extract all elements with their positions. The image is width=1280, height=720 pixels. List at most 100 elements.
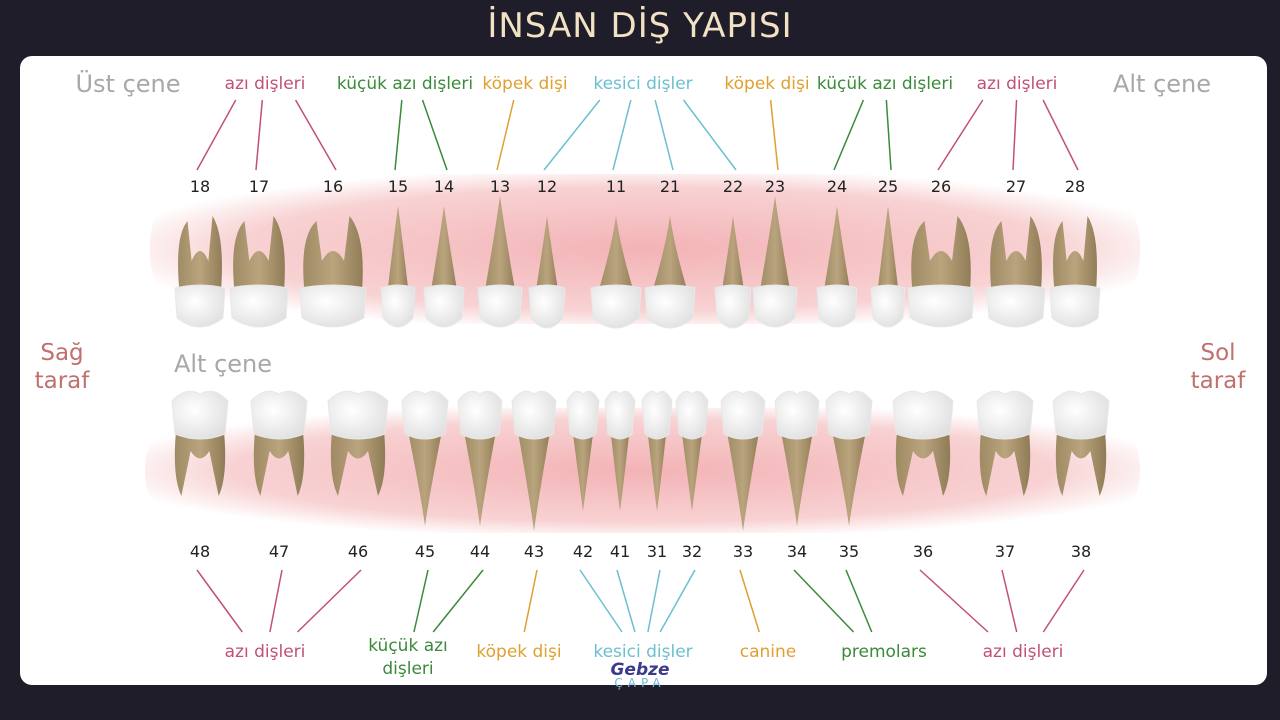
tooth-crown [1049, 284, 1101, 328]
tooth-number-18: 18 [189, 177, 211, 196]
left-side-label: Sol [1200, 340, 1236, 366]
tooth-root [877, 206, 899, 296]
tooth-number-44: 44 [469, 542, 491, 561]
leader-line [579, 569, 623, 633]
tooth-crown [174, 284, 226, 328]
leader-line [496, 99, 515, 171]
tooth-number-11: 11 [605, 177, 627, 196]
leader-line [432, 569, 484, 633]
tooth-root [895, 431, 951, 496]
leader-line [885, 99, 892, 171]
leader-line [394, 99, 403, 171]
tooth-crown [528, 284, 566, 329]
tooth-crown [299, 284, 367, 328]
leader-line [269, 569, 283, 633]
tooth-number-48: 48 [189, 542, 211, 561]
leader-line [1042, 569, 1085, 633]
tooth-number-32: 32 [681, 542, 703, 561]
tooth-crown [816, 284, 858, 328]
lower-group-label: azı dişleri [224, 642, 306, 662]
tooth-number-43: 43 [523, 542, 545, 561]
tooth-root [759, 196, 791, 296]
tooth-root [989, 216, 1043, 296]
lower-group-label: küçük azı [368, 636, 448, 656]
tooth-crown [641, 390, 673, 440]
tooth-number-42: 42 [572, 542, 594, 561]
leader-line [1001, 569, 1018, 633]
lower-gum [145, 408, 1140, 533]
tooth-number-31: 31 [646, 542, 668, 561]
tooth-root [517, 426, 551, 531]
lower-group-label-line2: dişleri [382, 659, 434, 679]
tooth-crown [774, 390, 820, 440]
tooth-number-23: 23 [764, 177, 786, 196]
tooth-root [330, 431, 386, 496]
tooth-number-47: 47 [268, 542, 290, 561]
tooth-root [647, 426, 667, 511]
tooth-root [721, 216, 745, 296]
tooth-root [174, 431, 226, 496]
lower-group-label: azı dişleri [982, 642, 1064, 662]
tooth-number-15: 15 [387, 177, 409, 196]
tooth-number-16: 16 [322, 177, 344, 196]
leader-line [523, 569, 538, 633]
lower-jaw-label: Alt çene [173, 350, 273, 378]
tooth-number-33: 33 [732, 542, 754, 561]
tooth-number-12: 12 [536, 177, 558, 196]
tooth-crown [825, 390, 873, 440]
upper-group-label: köpek dişi [482, 74, 568, 94]
upper-jaw-label: Üst çene [75, 70, 181, 98]
lower-group-label: köpek dişi [476, 642, 562, 662]
tooth-crown [675, 390, 709, 440]
tooth-crown [423, 284, 465, 328]
teeth-illustration [145, 99, 1140, 633]
leader-line [196, 569, 243, 633]
tooth-number-14: 14 [433, 177, 455, 196]
tooth-root [726, 426, 760, 531]
tooth-crown [907, 284, 975, 328]
leader-line [793, 569, 855, 633]
tooth-crown [171, 390, 229, 440]
leader-line [1042, 99, 1079, 171]
leader-line [543, 99, 601, 171]
tooth-crown [644, 284, 696, 329]
tooth-crown [752, 284, 798, 328]
tooth-root [910, 216, 972, 296]
tooth-number-13: 13 [489, 177, 511, 196]
tooth-root [232, 216, 286, 296]
leader-line [769, 99, 779, 171]
leader-line [937, 99, 984, 171]
tooth-number-22: 22 [722, 177, 744, 196]
tooth-crown [870, 284, 906, 328]
tooth-root [610, 426, 630, 511]
leader-line [612, 99, 632, 171]
tooth-root [407, 426, 443, 526]
upper-group-label: azı dişleri [224, 74, 306, 94]
tooth-root [387, 206, 409, 296]
page-title: İNSAN DİŞ YAPISI [487, 6, 793, 46]
tooth-root [831, 426, 867, 526]
leader-line [413, 569, 429, 633]
tooth-crown [892, 390, 954, 440]
left-side-label-2: taraf [1190, 368, 1246, 394]
leader-line [255, 99, 264, 171]
tooth-root [1055, 431, 1107, 496]
tooth-number-26: 26 [930, 177, 952, 196]
tooth-number-45: 45 [414, 542, 436, 561]
tooth-crown [714, 284, 752, 329]
tooth-crown [720, 390, 766, 440]
tooth-root [572, 426, 594, 511]
upper-group-label: köpek dişi [724, 74, 810, 94]
leader-line [196, 99, 237, 171]
tooth-number-38: 38 [1070, 542, 1092, 561]
upper-group-label: azı dişleri [976, 74, 1058, 94]
lower-group-label: canine [739, 642, 797, 662]
tooth-root [535, 216, 559, 296]
tooth-crown [401, 390, 449, 440]
tooth-crown [380, 284, 416, 328]
tooth-root [651, 216, 689, 296]
tooth-root [463, 426, 497, 526]
tooth-root [681, 426, 703, 511]
tooth-crown [457, 390, 503, 440]
tooth-number-36: 36 [912, 542, 934, 561]
